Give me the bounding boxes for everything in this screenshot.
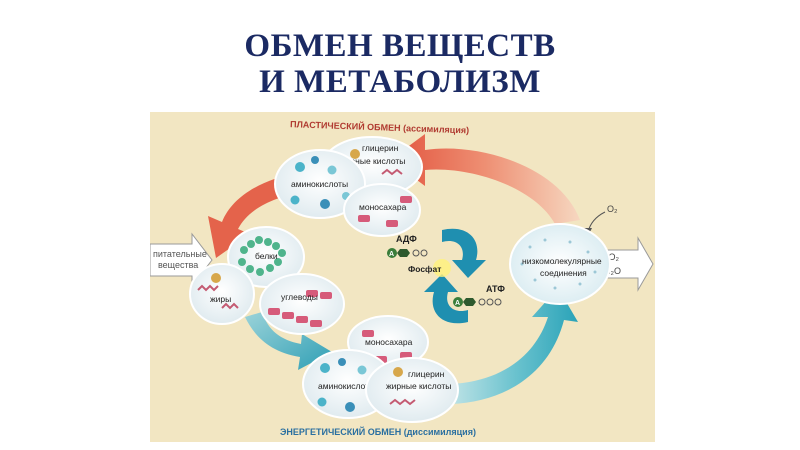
fats-label: жиры	[210, 294, 231, 304]
low-molecular-label-line2: соединения	[540, 268, 587, 278]
atp-adenine-mark: A	[455, 300, 460, 307]
cell-fats: жиры	[189, 263, 255, 325]
low-molecular-label-line1: низкомолекулярные	[522, 256, 602, 266]
co2-label: CO₂	[602, 252, 620, 262]
title-line-1: ОБМЕН ВЕЩЕСТВ	[244, 28, 556, 64]
diagram-canvas: питательные вещества CO₂ H₂O O₂ ПЛАСТИЧЕ…	[150, 118, 654, 437]
h2o-label: H₂O	[604, 266, 621, 276]
bottom-amino-acids-label: аминокислоты	[318, 381, 375, 391]
bottom-cell-glycerin: глицерин жирные кислоты	[365, 357, 459, 423]
energy-exchange-arrow	[245, 288, 578, 404]
atp-adp-cycle: АДФ A Фосфат АТФ A	[387, 228, 505, 324]
metabolism-diagram: питательные вещества CO₂ H₂O O₂ ПЛАСТИЧЕ…	[150, 112, 655, 442]
top-cell-monosaccharides: моносахара	[343, 183, 421, 237]
bottom-glycerin-label: глицерин	[408, 369, 445, 379]
o2-label: O₂	[607, 204, 618, 214]
top-glycerin-label: глицерин	[362, 143, 399, 153]
proteins-label: белки	[255, 251, 278, 261]
atp-label: АТФ	[486, 284, 505, 294]
top-cell-amino-acids: аминокислоты	[274, 149, 366, 219]
top-amino-acids-label: аминокислоты	[291, 179, 348, 189]
title-line-2: И МЕТАБОЛИЗМ	[259, 64, 541, 100]
top-fatty-acids-label: жирные кислоты	[340, 156, 405, 166]
nutrients-label-line1: питательные	[153, 249, 207, 259]
top-monosaccharides-label: моносахара	[359, 202, 407, 212]
adp-label: АДФ	[396, 234, 417, 244]
cell-carbs: углеводы	[259, 273, 345, 335]
energy-exchange-label: ЭНЕРГЕТИЧЕСКИЙ ОБМЕН (диссимиляция)	[280, 426, 476, 437]
slide-title: ОБМЕН ВЕЩЕСТВ И МЕТАБОЛИЗМ	[0, 28, 800, 100]
bottom-fatty-acids-label: жирные кислоты	[386, 381, 451, 391]
plastic-exchange-label: ПЛАСТИЧЕСКИЙ ОБМЕН (ассимиляция)	[290, 118, 469, 135]
cell-proteins: белки	[227, 226, 305, 288]
carbs-label: углеводы	[281, 292, 318, 302]
phosphate-label: Фосфат	[408, 264, 441, 274]
nutrients-label-line2: вещества	[158, 260, 198, 270]
low-molecular-cell: низкомолекулярные соединения	[509, 223, 611, 305]
adp-adenine-mark: A	[389, 251, 394, 258]
bottom-monosaccharides-label: моносахара	[365, 337, 413, 347]
